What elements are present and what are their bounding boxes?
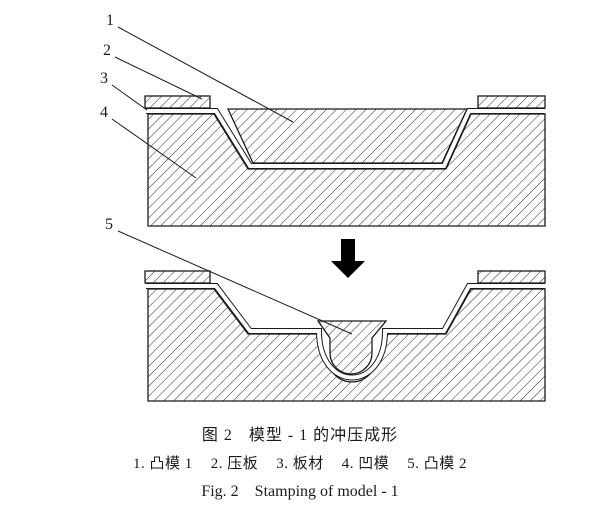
leader-line-2 <box>114 56 203 100</box>
pressure-plate-lower-left <box>144 270 211 284</box>
legend-item-1: 1. 凸模 1 <box>132 455 193 472</box>
punch-1 <box>226 108 469 164</box>
formed-sheet-lower-core <box>146 284 545 380</box>
parts-legend: 1. 凸模 1 2. 压板 3. 板材 4. 凹模 5. 凸模 2 <box>0 451 600 478</box>
part-number-labels: 1 2 3 4 5 <box>100 12 114 233</box>
caption-english-title: Stamping of model - 1 <box>254 482 399 500</box>
pressure-plate-upper-left <box>144 95 211 109</box>
legend-item-5: 5. 凸模 2 <box>407 455 468 472</box>
figure-captions: 图 2 模型 - 1 的冲压成形 1. 凸模 1 2. 压板 3. 板材 4. 凹模 5.… <box>0 422 600 507</box>
part-number-5: 5 <box>105 216 113 233</box>
upper-stage-diagram <box>144 95 546 227</box>
part-number-1: 1 <box>106 12 114 29</box>
caption-english-label: Fig. 2 <box>201 482 239 500</box>
caption-chinese: 图 2 模型 - 1 的冲压成形 <box>0 422 600 451</box>
legend-item-4: 4. 凹模 <box>341 455 390 472</box>
part-number-4: 4 <box>100 104 108 121</box>
leader-line-5 <box>117 230 353 335</box>
caption-chinese-title: 模型 - 1 的冲压成形 <box>248 427 399 444</box>
caption-chinese-label: 图 2 <box>201 427 233 444</box>
stamping-process-diagram: 1 2 3 4 5 <box>100 12 546 402</box>
process-down-arrow-icon <box>331 239 365 278</box>
pressure-plate-lower-right <box>477 270 546 284</box>
legend-item-3: 3. 板材 <box>276 455 324 472</box>
lower-stage-diagram <box>144 270 546 402</box>
leader-line-4 <box>111 118 197 179</box>
leader-line-1 <box>117 26 294 123</box>
part-number-3: 3 <box>100 70 108 87</box>
part-number-2: 2 <box>103 42 111 59</box>
legend-item-2: 2. 压板 <box>210 455 259 472</box>
punch-2 <box>316 320 388 375</box>
leader-lines <box>111 26 353 335</box>
pressure-plate-upper-right <box>477 95 546 109</box>
blank-sheet-upper-core <box>146 109 545 168</box>
leader-line-3 <box>111 84 148 111</box>
caption-english: Fig. 2 Stamping of model - 1 <box>0 478 600 507</box>
